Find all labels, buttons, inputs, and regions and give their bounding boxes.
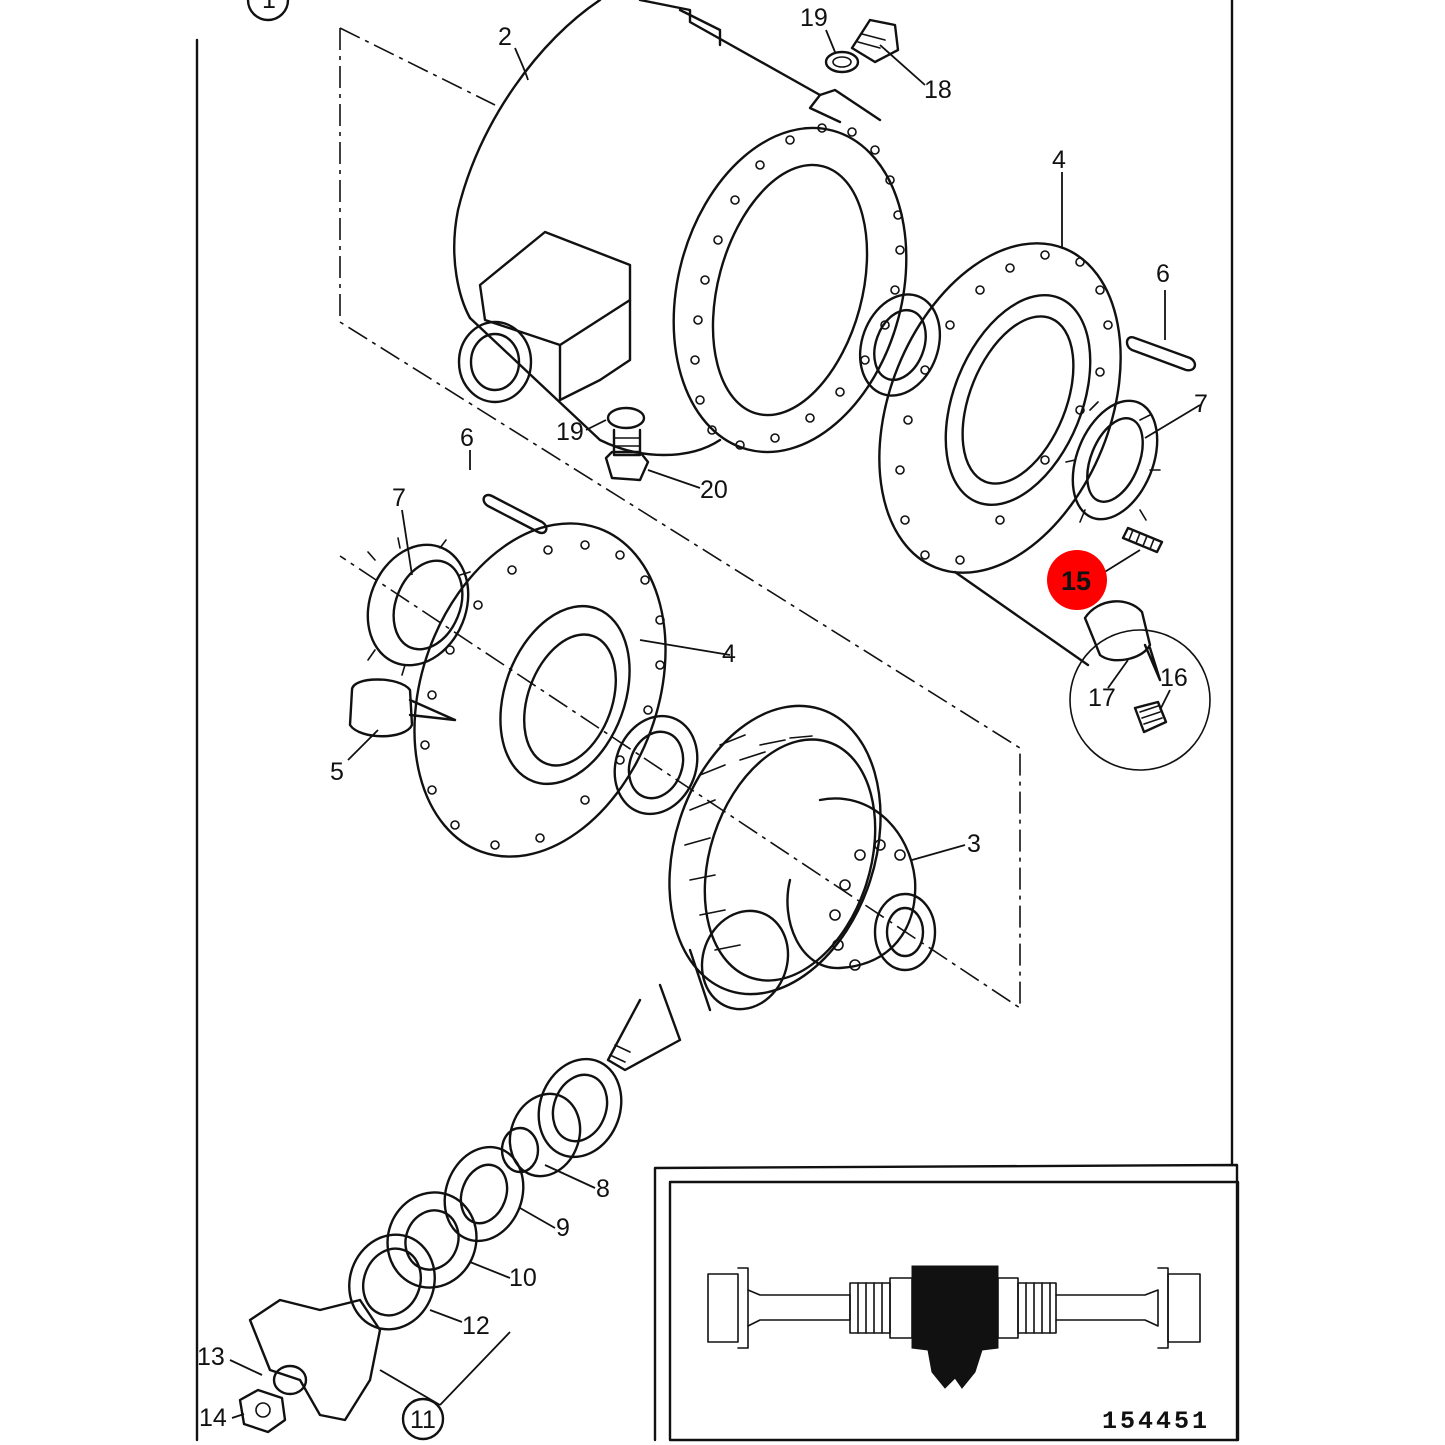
threadlock-detail: [953, 570, 1211, 771]
callout-12: 12: [462, 1312, 490, 1340]
callout-4b: 4: [722, 640, 736, 668]
pinion-bearing-stack: [386, 1057, 623, 1289]
callout-3: 3: [967, 830, 981, 858]
callout-5: 5: [330, 758, 344, 786]
assembly-boundary-dashes: [339, 27, 1021, 1010]
drawing-number: 154451: [1102, 1407, 1210, 1436]
location-inset: 154451: [653, 1163, 1240, 1442]
callout-7b: 7: [392, 484, 406, 512]
callout-1: 1: [262, 0, 276, 14]
callout-13: 13: [197, 1343, 225, 1371]
pinion-shaft: [606, 909, 790, 1072]
differential-crown-wheel: [668, 704, 937, 996]
callout-16: 16: [1160, 664, 1188, 692]
filler-plug-assembly: [824, 18, 900, 74]
callout-9: 9: [556, 1214, 570, 1242]
dust-shield: [348, 1233, 436, 1331]
bearing-cup-middle: [613, 714, 699, 816]
callout-4a: 4: [1052, 146, 1066, 174]
page-frame: [195, 0, 1234, 1442]
callout-7a: 7: [1194, 390, 1208, 418]
roll-pin-right: [1125, 336, 1197, 372]
drain-plug-assembly: [604, 406, 650, 482]
callout-circle-1: [246, 0, 290, 22]
bearing-cup-upper: [858, 293, 942, 397]
callout-8: 8: [596, 1175, 610, 1203]
adjuster-nut-left: [366, 537, 471, 676]
callout-14: 14: [199, 1404, 227, 1432]
bearing-carrier-right: [878, 242, 1122, 574]
callout-leaders: [229, 29, 1201, 1419]
callout-18: 18: [924, 76, 952, 104]
threadlock-bottle-left: [348, 678, 457, 738]
callout-19a: 19: [800, 4, 828, 32]
callout-2: 2: [498, 23, 512, 51]
callout-11: 11: [410, 1406, 436, 1434]
callout-6a: 6: [1156, 260, 1170, 288]
callout-10: 10: [509, 1264, 537, 1292]
drive-yoke: [238, 1298, 382, 1434]
callout-circle-11: [401, 1397, 445, 1441]
callout-17: 17: [1088, 684, 1116, 712]
callout-15: 15: [1061, 566, 1091, 596]
callout-19b: 19: [556, 418, 584, 446]
bearing-carrier-left: [413, 522, 667, 858]
callout-labels: 1 2 3 4 4 5 6 6 7 7 8 9 10 11 12 13 14 1…: [197, 0, 1208, 1441]
callout-20: 20: [700, 476, 728, 504]
set-screw: [1121, 526, 1164, 554]
highlight-marker-15: [1047, 550, 1107, 610]
callout-6b: 6: [460, 424, 474, 452]
adjuster-nut-right: [1065, 399, 1161, 523]
axle-housing: [453, 0, 908, 457]
roll-pin-left: [482, 493, 548, 535]
